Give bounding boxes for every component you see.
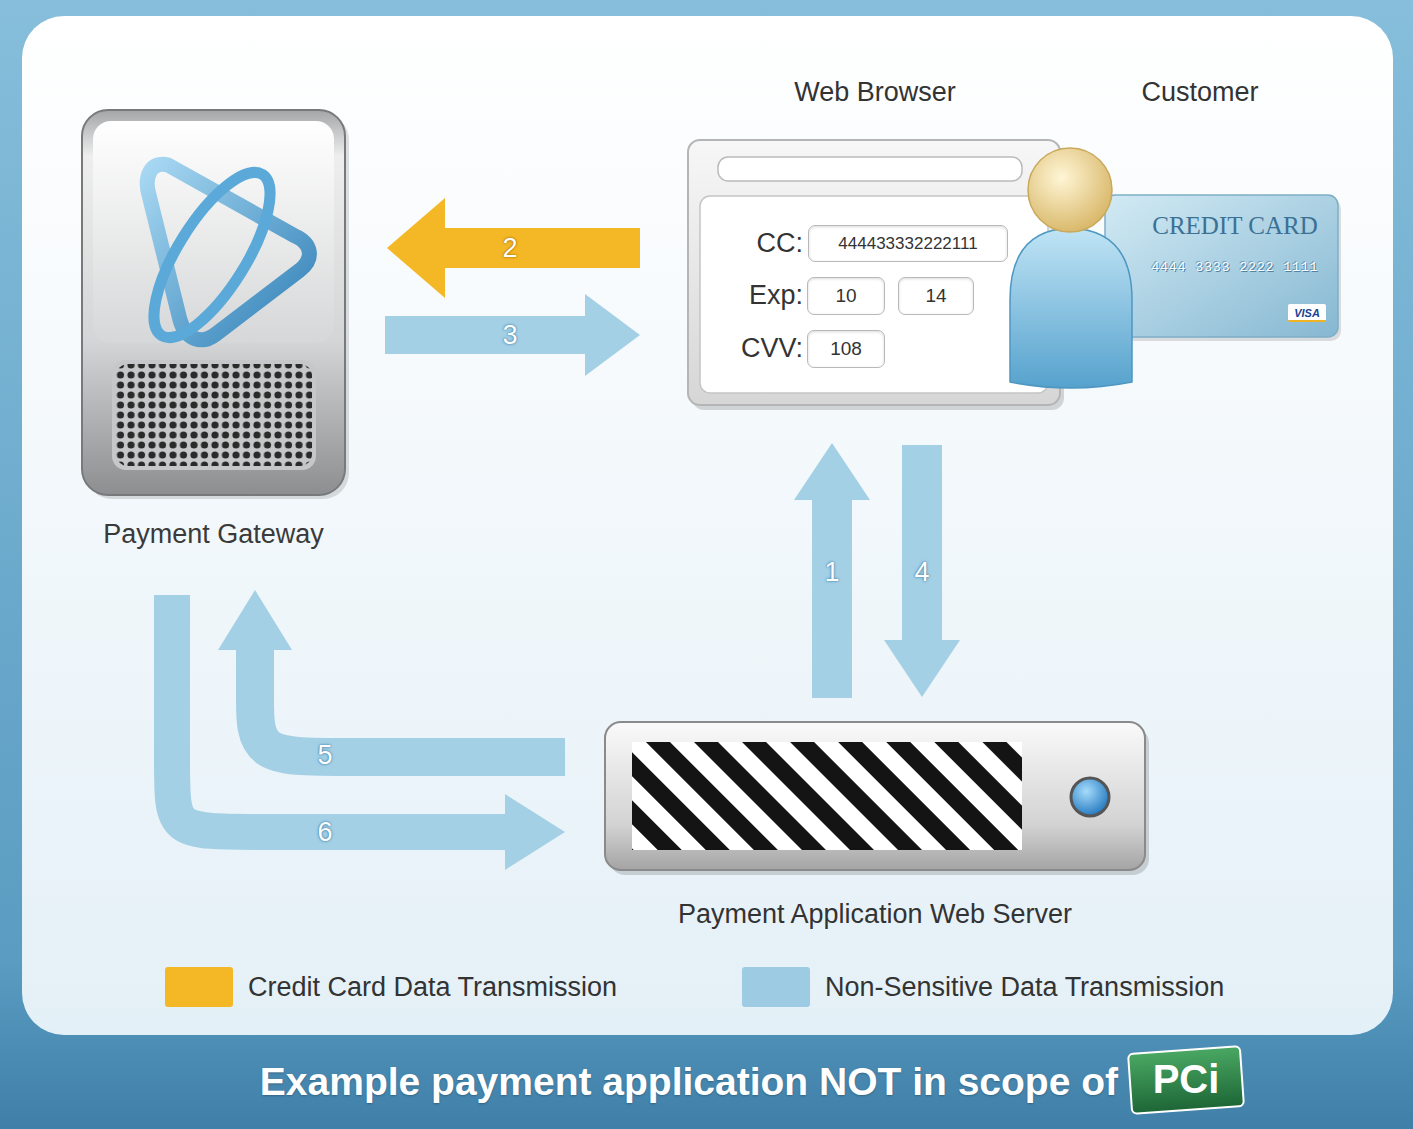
payment-gateway: Payment Gateway: [82, 110, 345, 555]
legend-swatch: [165, 967, 233, 1007]
node-title: Payment Application Web Server: [605, 896, 1145, 932]
gateway-shadow: [86, 114, 349, 499]
grille-recess: [112, 360, 316, 470]
field-value: 444433332222111: [838, 234, 977, 254]
pci-logo: [1128, 1046, 1244, 1114]
gateway-case: [82, 110, 345, 495]
callout-number: 4: [902, 554, 942, 590]
arrow-shaft: [255, 648, 565, 757]
text-input: 14: [898, 277, 974, 315]
server-stripes: [632, 742, 1022, 850]
flow-arrow: [884, 445, 960, 697]
caption: Example payment application NOT in scope…: [40, 1052, 1118, 1112]
legend-text: Credit Card Data Transmission: [248, 967, 617, 1007]
arrow-shaft: [812, 498, 852, 698]
node-title: CREDIT CARD: [1135, 209, 1335, 243]
gateway-logo-ring: [133, 156, 291, 353]
browser-content: [700, 196, 1048, 393]
credit-card: [1105, 195, 1338, 337]
callout-number: 2: [490, 230, 530, 266]
flow-arrow: [172, 595, 565, 870]
field-label: Exp:: [700, 277, 803, 314]
node-text: 4444 3333 2222 1111: [1135, 257, 1335, 279]
server-vent: [632, 742, 1022, 850]
actor-label: Customer: [1110, 74, 1290, 110]
callout-number: 3: [490, 317, 530, 353]
logo-text: PCi: [1132, 1050, 1240, 1108]
field-value: 14: [925, 285, 946, 307]
flow-arrow: [218, 590, 565, 757]
node-title: Payment Gateway: [82, 516, 345, 552]
arrow-shaft: [172, 595, 507, 832]
node-title: Web Browser: [688, 74, 1062, 110]
field-label: CC:: [700, 225, 803, 262]
field-value: 10: [835, 285, 856, 307]
callout-number: 1: [812, 554, 852, 590]
arrow-head: [794, 443, 870, 500]
arrow-shaft: [902, 445, 942, 642]
arrow-shaft: [385, 316, 587, 354]
field-value: 108: [830, 338, 862, 360]
arrow-head: [884, 640, 960, 697]
grille: [116, 364, 312, 466]
server-case: [605, 722, 1145, 870]
text-input: 108: [807, 330, 885, 368]
arrow-head: [585, 294, 640, 376]
card-brand: VISA: [1288, 304, 1326, 322]
legend-swatch: [742, 967, 810, 1007]
field-label: CVV:: [700, 330, 803, 367]
arrow-head: [387, 198, 445, 298]
server: Payment Application Web Server: [605, 722, 1145, 935]
panel: [22, 16, 1393, 1035]
callout-number: 5: [305, 737, 345, 773]
callout-number: 6: [305, 814, 345, 850]
server-led: [1071, 778, 1109, 816]
text-input: 444433332222111: [808, 225, 1008, 262]
arrow-head: [218, 590, 292, 650]
customer-head: [1028, 148, 1112, 232]
legend-text: Non-Sensitive Data Transmission: [825, 967, 1224, 1007]
flow-arrow: [794, 443, 870, 698]
address-bar: [718, 157, 1022, 181]
flow-arrow: [387, 198, 640, 298]
browser-window: [688, 140, 1060, 405]
arrow-head: [505, 794, 565, 870]
arrow-shaft: [443, 228, 640, 268]
flow-arrow: [385, 294, 640, 376]
text-input: 10: [807, 277, 885, 315]
customer-body: [1010, 228, 1132, 388]
